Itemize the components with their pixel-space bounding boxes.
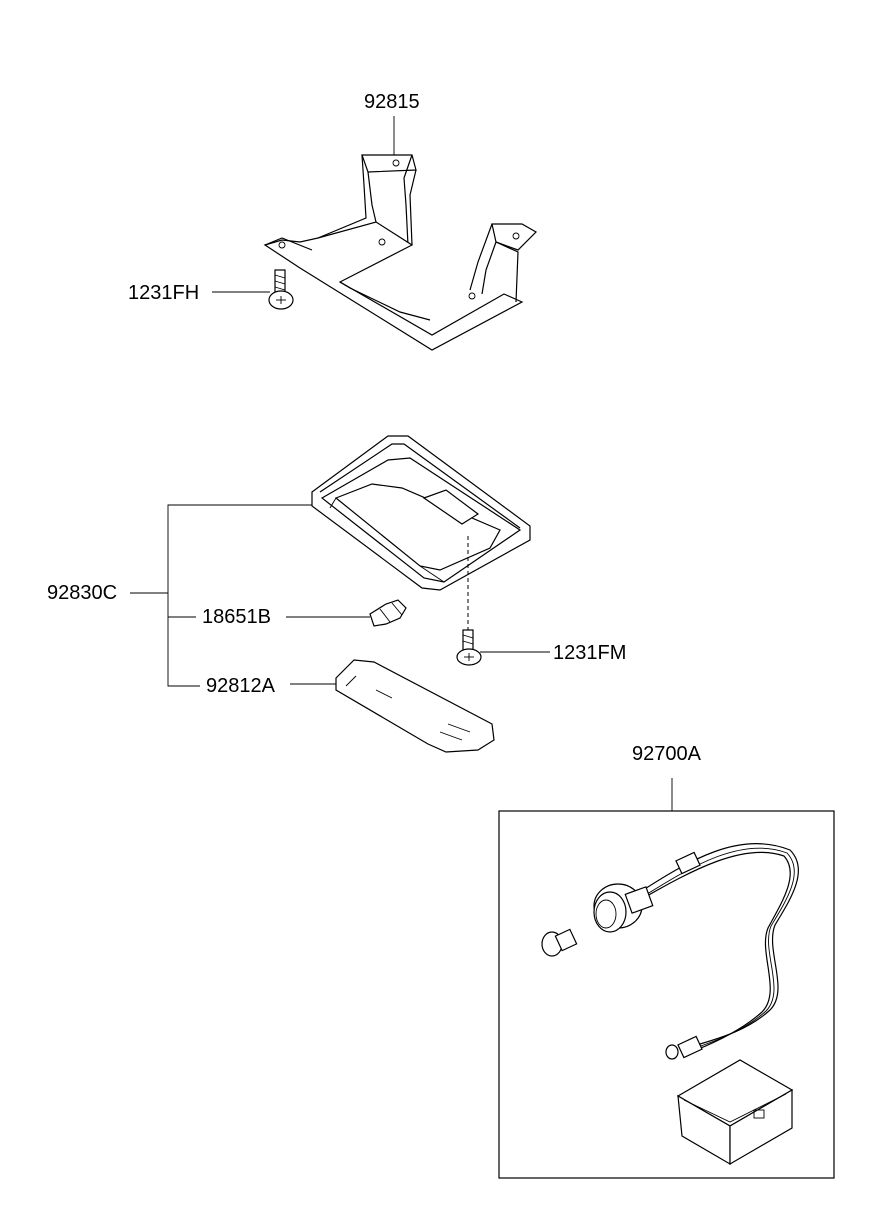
group-bracket — [130, 504, 312, 687]
screw-1231fm — [456, 629, 550, 666]
label-92700a: 92700A — [632, 743, 701, 765]
bracket-92815 — [263, 116, 537, 351]
label-18651b: 18651B — [202, 606, 271, 628]
bulb-18651b — [286, 599, 407, 627]
label-92815: 92815 — [364, 91, 420, 113]
label-92812a: 92812A — [206, 675, 275, 697]
label-1231fm: 1231FM — [553, 642, 627, 664]
label-1231fh: 1231FH — [128, 282, 200, 304]
label-92830c: 92830C — [47, 582, 118, 604]
lamp-housing — [311, 435, 531, 632]
screw-1231fh — [212, 269, 294, 310]
wiring-kit-92700a — [498, 778, 835, 1179]
lens-92812a — [290, 659, 495, 753]
